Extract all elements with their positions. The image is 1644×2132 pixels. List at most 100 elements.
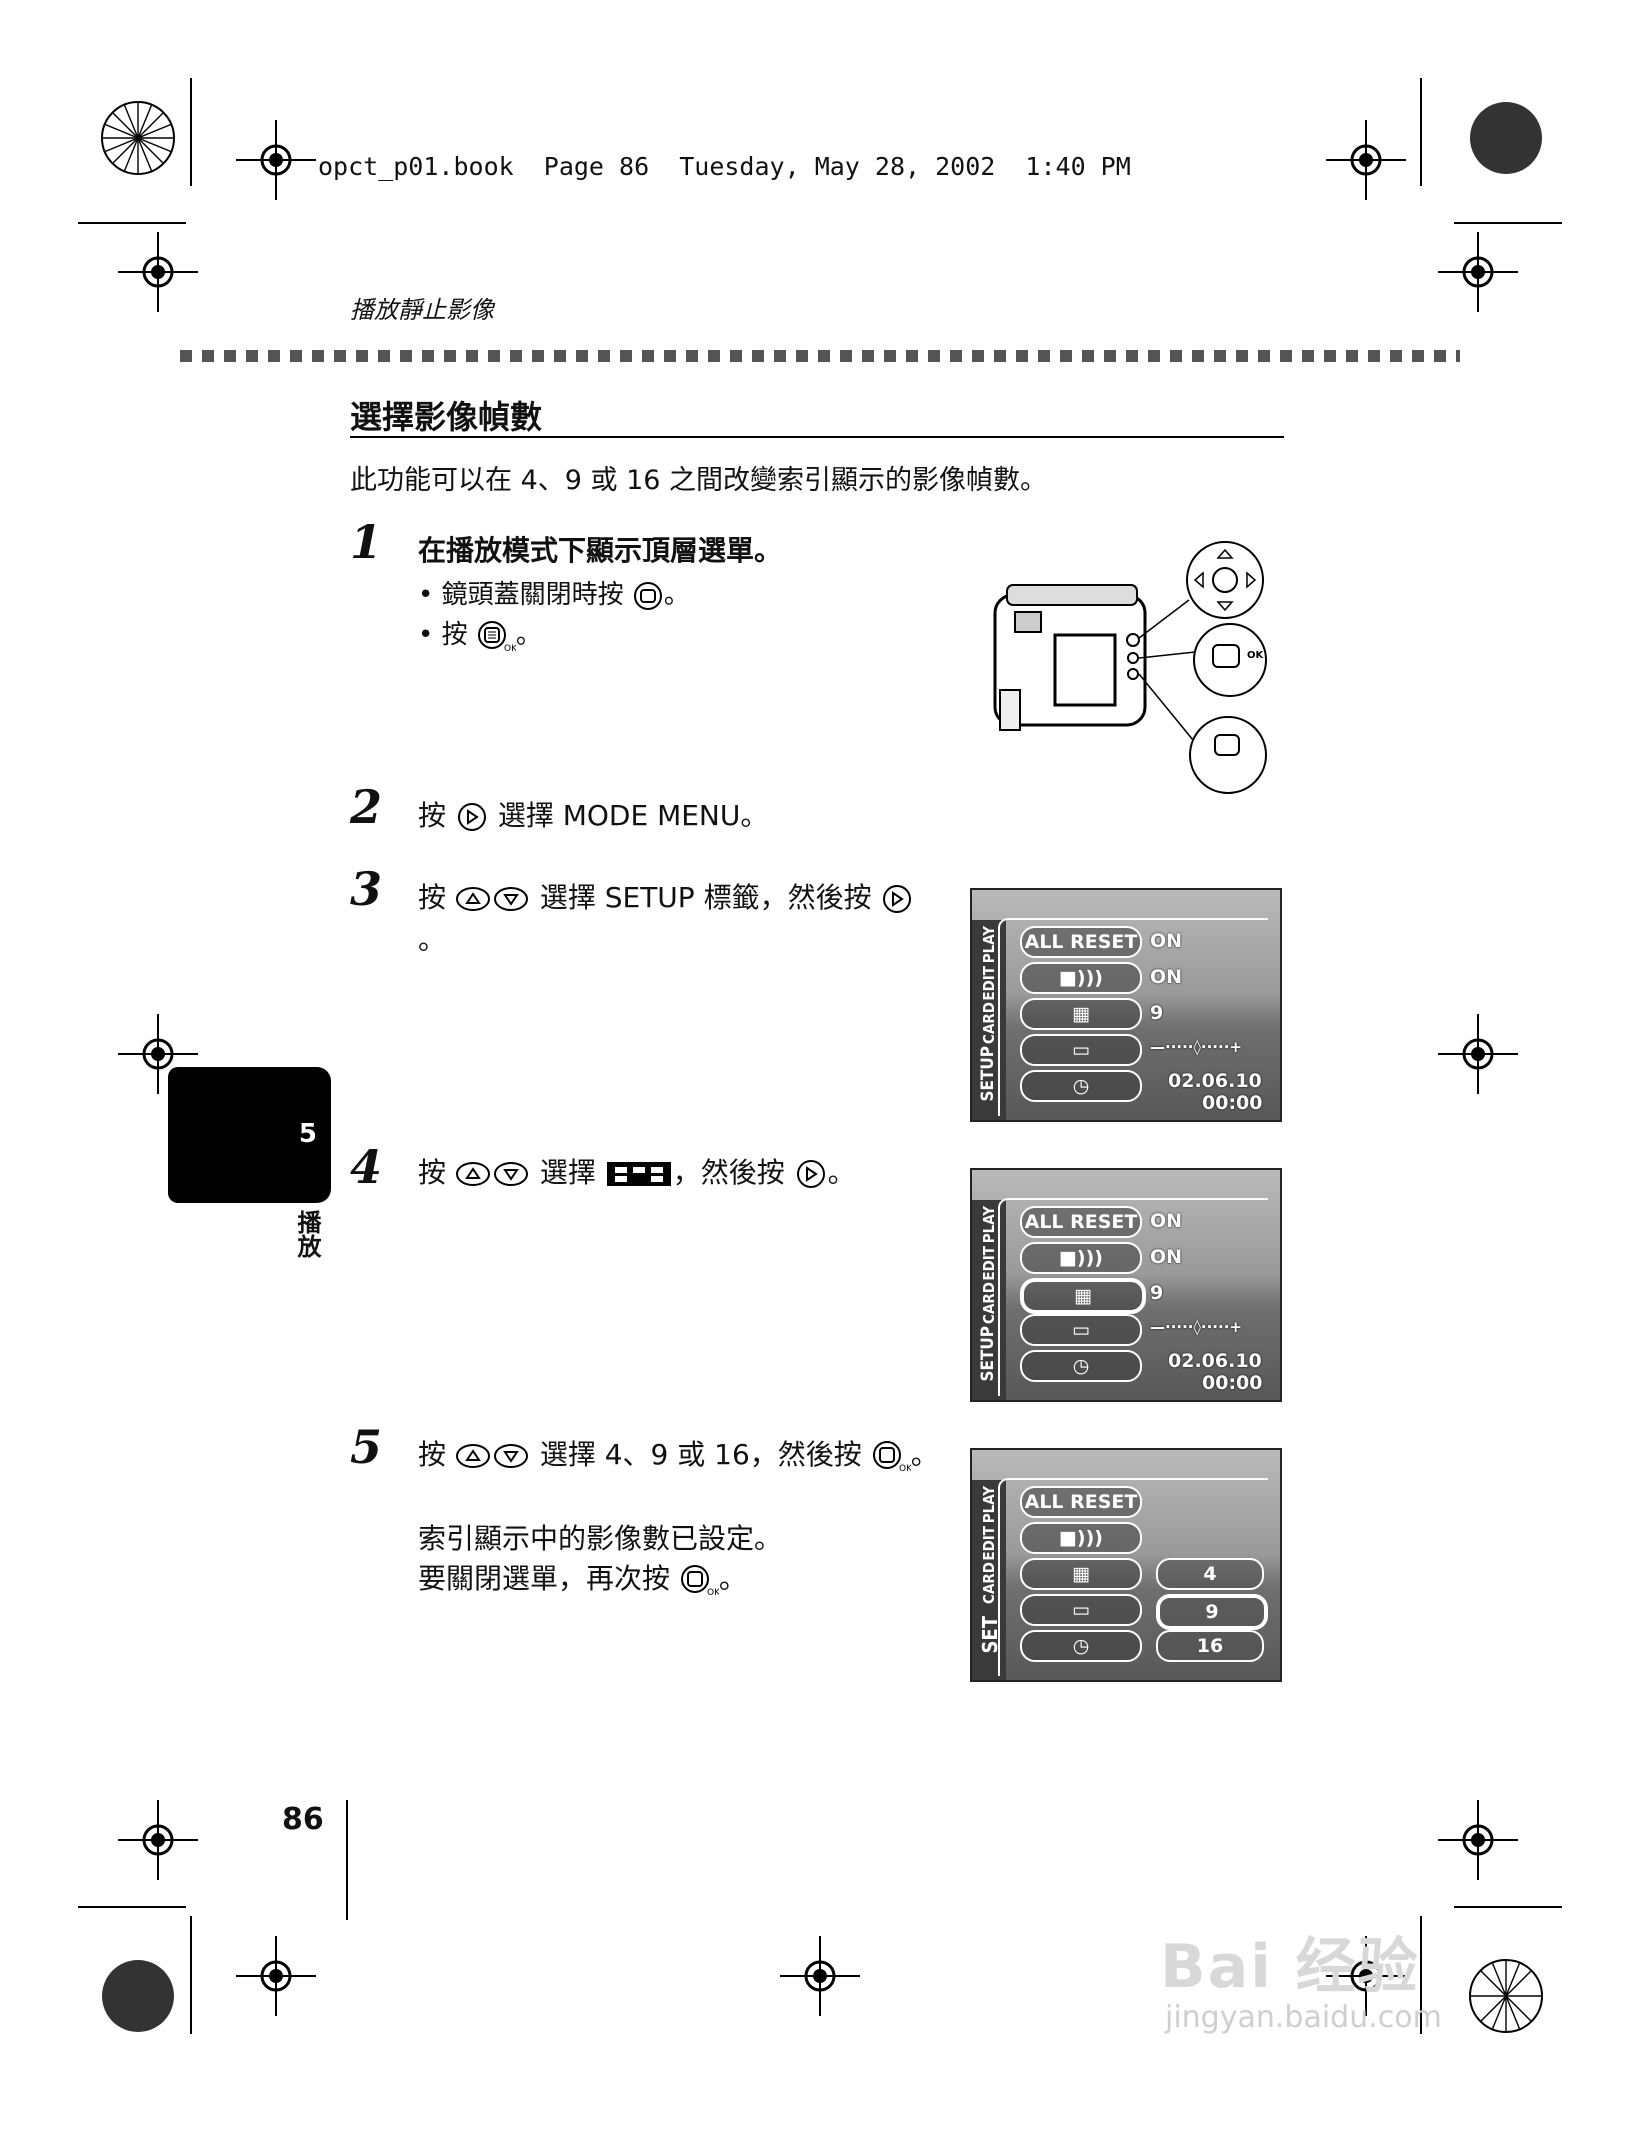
crop-mark [78,222,186,224]
lcd-tab: EDIT [980,966,998,1001]
lcd-row-all-reset: ALL RESET [1020,1486,1142,1518]
lcd-tab: CARD [980,1562,998,1604]
lcd-screen: PLAY EDIT CARD SETUP ALL RESET ■))) ▦ ▭ … [970,888,1282,1122]
dashed-divider [180,350,1460,362]
lcd-row-beep: ■))) [1020,1522,1142,1554]
chapter-tab: 5 [168,1067,331,1203]
lcd-tab-strip [972,1200,1006,1400]
lcd-tab-setup: SETUP [978,1046,998,1102]
step-text-part: 。 [718,1562,747,1595]
starburst-mark [1469,1959,1543,2033]
intro-text: 此功能可以在 4、9 或 16 之間改變索引顯示的影像幀數。 [350,465,1048,496]
page-number-rule [346,1800,348,1920]
step-text-part: 按 [418,799,447,832]
right-arrow-button-icon [457,803,486,831]
step-number: 4 [350,1140,383,1194]
step-text: 按 選擇 ，然後按 。 [418,1152,856,1194]
step-text-part: 選擇 MODE MENU。 [497,799,769,832]
step-text-part: 按 [418,1156,447,1189]
svg-text:OK: OK [707,1588,719,1597]
crosshair-mark [1438,232,1518,312]
ok-menu-button-icon: OK [477,620,516,653]
watermark-logo: Bai 经验 [1160,1932,1420,2002]
right-arrow-button-icon [796,1160,825,1188]
lcd-tab: CARD [980,1002,998,1044]
crosshair-mark [118,1800,198,1880]
crop-mark [78,1906,186,1908]
crosshair-mark [1326,120,1406,200]
chapter-number: 5 [298,1119,317,1149]
crosshair-mark [236,120,316,200]
lcd-value: ON [1150,1246,1183,1268]
lcd-value: 00:00 [1202,1372,1263,1394]
crosshair-mark [1438,1800,1518,1880]
page-number: 86 [282,1802,324,1837]
lcd-option-selected: 9 [1156,1594,1268,1630]
running-head: 播放靜止影像 [350,296,494,324]
crop-mark [1454,222,1562,224]
lcd-row-beep: ■))) [1020,1242,1142,1274]
crop-mark [190,1916,192,2034]
lcd-tab: PLAY [980,1206,998,1244]
solid-circle-mark [102,1960,174,2032]
lcd-value: 02.06.10 [1168,1070,1262,1092]
crosshair-mark [236,1936,316,2016]
lcd-slider: —·····◊·····+ [1150,1318,1242,1336]
step-text-part: 按 [418,881,447,914]
lcd-value: 9 [1150,1002,1164,1024]
step-text-part: ，然後按 [672,1156,785,1189]
lcd-tab: EDIT [980,1246,998,1281]
lcd-screen: PLAY EDIT CARD SETUP ALL RESET ■))) ▦ ▭ … [970,1168,1282,1402]
step-note: 要關閉選單，再次按 OK。 [418,1558,747,1600]
step-text: 按 選擇 SETUP 標籤，然後按 。 [418,877,938,961]
lcd-row-clock: ◷ [1020,1070,1142,1102]
up-down-button-icon [455,1444,528,1468]
lcd-slider: —·····◊·····+ [1150,1038,1242,1056]
ok-menu-button-icon: OK [872,1441,911,1473]
up-down-button-icon [455,1162,528,1186]
lcd-value: 9 [1150,1282,1164,1304]
svg-text:OK: OK [1247,650,1265,661]
step-text: 在播放模式下顯示頂層選單。 [418,534,783,567]
print-slug: opct_p01.book Page 86 Tuesday, May 28, 2… [318,152,1131,181]
step-text-part: 。 [418,923,447,956]
svg-text:OK: OK [899,1464,911,1473]
lcd-row-all-reset: ALL RESET [1020,926,1142,958]
step-note: 索引顯示中的影像數已設定。 [418,1522,783,1555]
step-text-part: 按 [418,1438,447,1471]
lcd-value: 00:00 [1202,1092,1263,1114]
lcd-row-clock: ◷ [1020,1350,1142,1382]
lcd-row-index-selected: ▦ [1020,1278,1146,1314]
right-arrow-button-icon [883,885,912,913]
crosshair-mark [118,232,198,312]
lcd-frame [998,1198,1268,1396]
section-title: 選擇影像幀數 [350,398,543,436]
bullet-item: • 鏡頭蓋關閉時按 。 [418,580,690,610]
index-grid-icon [606,1162,671,1186]
lcd-option: 4 [1156,1558,1264,1590]
lcd-row-brightness: ▭ [1020,1034,1142,1066]
crop-mark [1420,1916,1422,2034]
lcd-value: 02.06.10 [1168,1350,1262,1372]
step-number: 2 [350,780,383,834]
crosshair-mark [118,1014,198,1094]
crosshair-mark [780,1936,860,2016]
svg-text:OK: OK [504,644,516,653]
lcd-tab-setup: SETUP [978,1326,998,1382]
crop-mark [1420,78,1422,186]
lcd-frame [998,1478,1268,1676]
lcd-tab-strip [972,1480,1006,1680]
lcd-row-index: ▦ [1020,1558,1142,1590]
lcd-tab: PLAY [980,926,998,964]
crop-mark [1454,1906,1562,1908]
bullet-item: • 按 OK。 [418,620,542,653]
step-text: 按 選擇 4、9 或 16，然後按 OK。 [418,1434,948,1476]
lcd-row-index: ▦ [1020,998,1142,1030]
lcd-row-brightness: ▭ [1020,1314,1142,1346]
step-number: 3 [350,862,383,916]
starburst-mark [101,101,175,175]
step-text-part: 。 [910,1438,939,1471]
step-number: 5 [350,1420,383,1474]
bullet-text: 鏡頭蓋關閉時按 [441,580,624,610]
step-number: 1 [350,515,383,569]
